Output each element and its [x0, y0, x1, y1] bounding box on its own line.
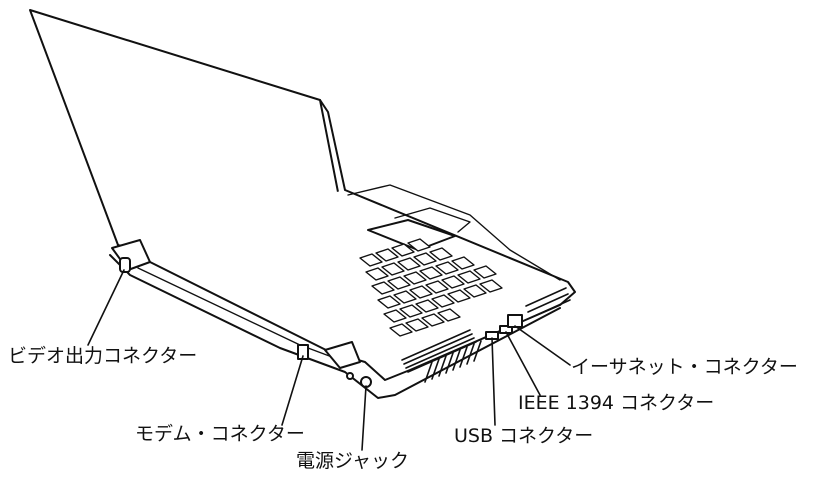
usb-label: USB コネクター: [454, 425, 594, 447]
vent-grille: [401, 329, 482, 383]
video-output-label: ビデオ出力コネクター: [8, 345, 198, 367]
ethernet-port: [507, 314, 523, 328]
base-bottom-edge: [109, 254, 561, 399]
touchpad: [367, 219, 456, 251]
leader-video: [87, 269, 125, 346]
leader-ethernet: [514, 325, 571, 366]
touchpad-buttons: [394, 207, 471, 233]
keyboard: [359, 238, 503, 337]
small-port: [346, 372, 354, 380]
leader-usb: [491, 337, 496, 426]
leader-ieee: [505, 331, 541, 396]
ethernet-label: イーサネット・コネクター: [571, 356, 798, 378]
video-port: [119, 257, 131, 273]
leader-power: [361, 385, 367, 451]
card-slot: [525, 287, 571, 319]
ieee1394-label: IEEE 1394 コネクター: [518, 392, 715, 414]
leader-modem: [281, 355, 304, 426]
leader-lines: [87, 269, 571, 451]
power-jack-label: 電源ジャック: [296, 450, 410, 472]
modem-label: モデム・コネクター: [135, 423, 305, 445]
modem-port: [297, 344, 309, 360]
palmrest-line: [347, 184, 561, 281]
hinge-right: [324, 341, 361, 369]
